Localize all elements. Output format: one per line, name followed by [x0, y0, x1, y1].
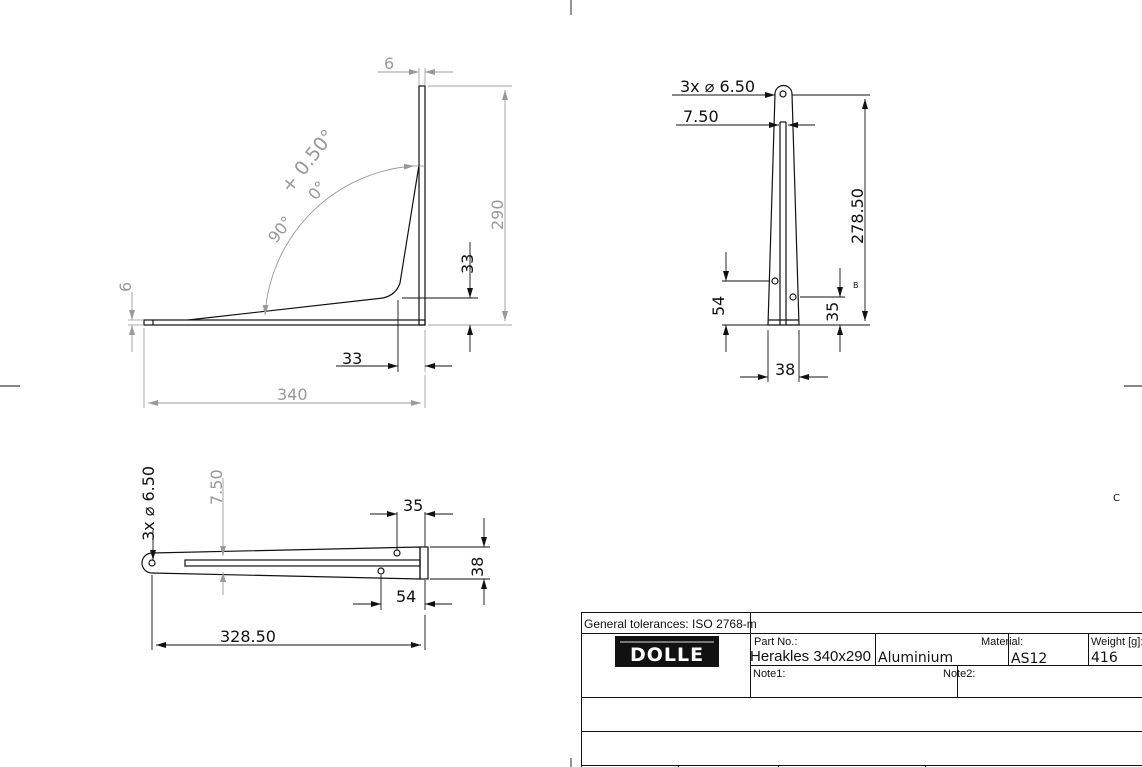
dim-label: 33: [458, 254, 477, 274]
material-name: Aluminium: [878, 650, 953, 666]
dim-label: 33: [342, 349, 362, 368]
bracket-front-geometry: [767, 84, 800, 326]
dim-left-thickness: 6: [116, 282, 144, 352]
dim-label: 3x ⌀ 6.50: [139, 466, 158, 541]
dim-front-height: 278.50: [722, 99, 870, 326]
bracket-bottom-geometry: [141, 546, 429, 580]
note1-label: Note1:: [753, 668, 785, 680]
dim-label: 35: [403, 496, 423, 515]
dim-label: 290: [488, 199, 507, 230]
dim-gusset-depth: 33: [336, 300, 452, 372]
weight-label: Weight [g]:: [1091, 636, 1142, 648]
dim-label: 6: [384, 54, 394, 73]
dim-bottom-length: 328.50: [151, 575, 426, 650]
section-mark: B: [853, 281, 859, 290]
side-view: 6 290 33 33 340: [116, 54, 512, 408]
mounting-hole: [779, 90, 787, 98]
dim-gusset-height: 33: [402, 242, 478, 352]
sheet-zone-mark: C: [1113, 493, 1120, 504]
logo-text: DOLLE: [630, 644, 704, 666]
dim-label: 328.50: [220, 627, 276, 646]
dolle-logo: DOLLE: [615, 636, 719, 667]
dim-hole1-offset: 54: [353, 575, 452, 610]
dim-height: 290: [428, 85, 512, 326]
dim-hole2-height: 35: [800, 268, 845, 352]
dim-hole2-offset: 35: [370, 496, 453, 550]
dim-label: 54: [709, 296, 728, 316]
dim-label: 278.50: [848, 188, 867, 244]
material-value: AS12: [1011, 651, 1047, 667]
dim-bottom-width: 38: [430, 518, 490, 605]
front-view: 3x ⌀ 6.50 7.50 278.50 54 35 B: [672, 77, 870, 382]
dim-label: 340: [277, 385, 308, 404]
dim-label: 38: [775, 360, 795, 379]
title-block: General tolerances: ISO 2768-m DOLLE Par…: [581, 612, 1142, 767]
dim-label: 3x ⌀ 6.50: [680, 77, 755, 96]
mounting-hole: [789, 293, 797, 301]
dim-label: 54: [396, 587, 416, 606]
dim-angle: 90° + 0.50° 0°: [262, 125, 425, 316]
bottom-view: 3x ⌀ 6.50 7.50 35 38 54: [139, 466, 490, 650]
angle-nominal: 90°: [264, 212, 296, 246]
dim-tip-width: 7.50: [207, 469, 226, 595]
dim-length: 340: [143, 328, 426, 408]
mounting-hole: [377, 567, 385, 575]
part-no-label: Part No.:: [754, 636, 797, 648]
dim-label: 35: [823, 302, 842, 322]
dim-label: 7.50: [207, 469, 226, 505]
mounting-hole: [771, 277, 779, 285]
dim-holes: 3x ⌀ 6.50: [672, 77, 870, 98]
dim-width-top: 7.50: [676, 107, 815, 128]
note2-label: Note2:: [943, 668, 975, 680]
part-no-value: Herakles 340x290: [750, 648, 871, 665]
material-label: Material:: [981, 636, 1023, 648]
mounting-hole: [148, 559, 156, 567]
dim-hole1-height: 54: [709, 252, 770, 352]
mounting-hole: [393, 549, 401, 557]
dim-label: 7.50: [683, 107, 719, 126]
dim-holes-bottom: 3x ⌀ 6.50: [139, 466, 158, 560]
bracket-side-geometry: [143, 85, 426, 326]
dim-base-width: 38: [740, 330, 828, 382]
dim-label: 38: [468, 557, 487, 577]
dim-top-thickness: 6: [378, 54, 453, 86]
dim-label: 6: [116, 282, 135, 292]
general-tolerances: General tolerances: ISO 2768-m: [584, 617, 757, 631]
weight-value: 416: [1091, 650, 1118, 666]
